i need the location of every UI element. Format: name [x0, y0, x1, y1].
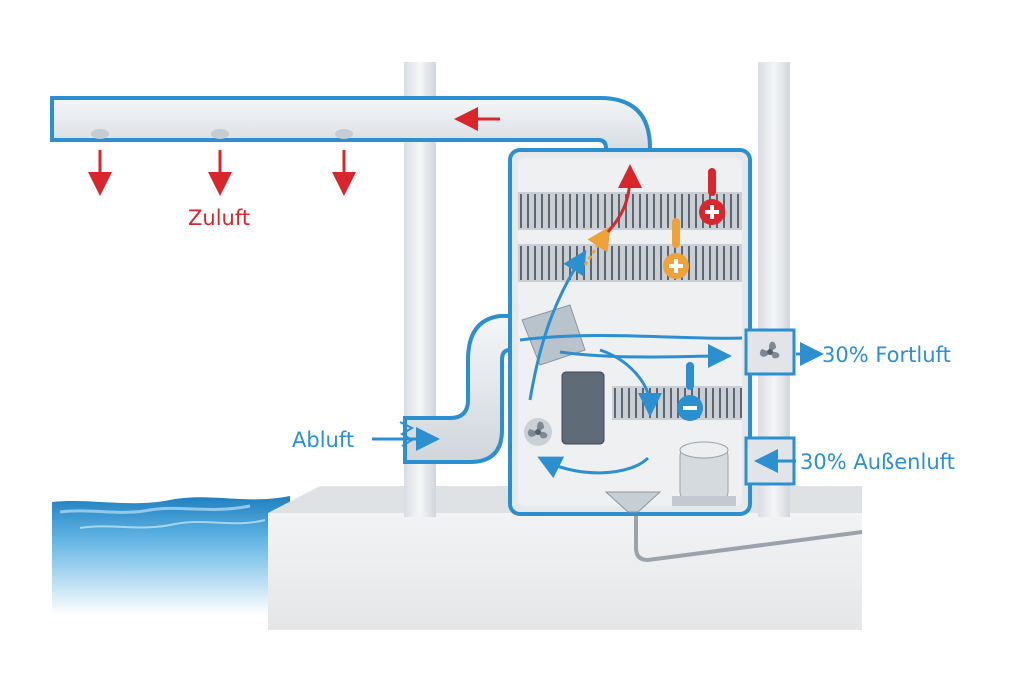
outside-air-label: 30% Außenluft	[800, 450, 955, 474]
filter-block	[561, 371, 605, 445]
internal-airflow	[519, 164, 743, 479]
extract-air-label: Abluft	[292, 428, 355, 452]
cooler-grille	[612, 386, 742, 420]
wall-break-icon	[399, 421, 415, 447]
supply-air-label: Zuluft	[188, 206, 251, 230]
condensate-funnel	[604, 491, 662, 513]
compressor	[672, 441, 736, 506]
exhaust-fan-icon	[744, 328, 796, 376]
exhaust-air-label: 30% Fortluft	[822, 343, 951, 367]
thermometer-minus-icon	[677, 362, 703, 421]
thermometer-plus-icon-warm	[663, 218, 689, 279]
heater-grille-mid	[518, 244, 742, 282]
fan-icon	[524, 418, 552, 446]
drain-pipe	[634, 512, 863, 563]
thermometer-plus-icon	[699, 168, 725, 225]
pool-water	[52, 496, 290, 615]
